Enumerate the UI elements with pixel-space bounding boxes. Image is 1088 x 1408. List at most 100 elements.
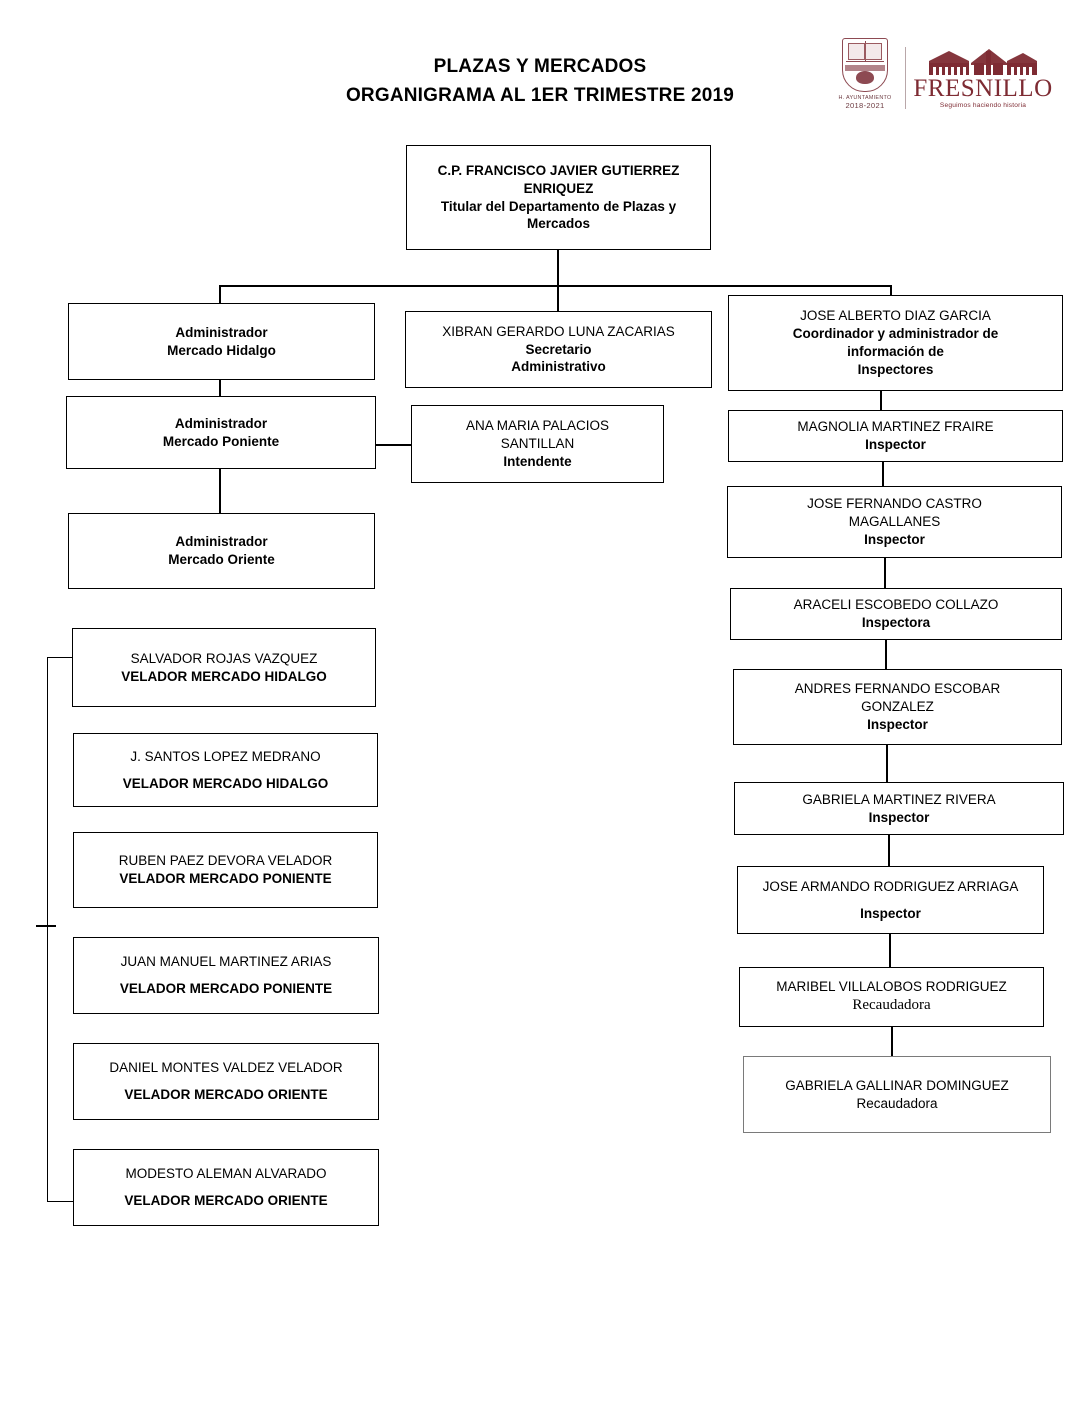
connector-root-bus (219, 285, 892, 287)
connector-gabriela-armando (888, 835, 890, 867)
modesto-name: MODESTO ALEMAN ALVARADO (125, 1166, 327, 1182)
intendente-role: Intendente (503, 453, 572, 469)
shield-emblem (856, 71, 874, 84)
armando-role: Inspector (860, 905, 921, 921)
secretario-role-line1: Secretario (525, 341, 592, 357)
node-velador-daniel[interactable]: DANIEL MONTES VALDEZ VELADOR VELADOR MER… (73, 1043, 379, 1120)
modesto-spacer (80, 1183, 372, 1192)
castro-name-line1: JOSE FERNANDO CASTRO (807, 496, 982, 512)
araceli-name: ARACELI ESCOBEDO COLLAZO (793, 597, 999, 613)
titular-role-line2: Mercados (526, 216, 591, 232)
node-velador-ruben[interactable]: RUBEN PAEZ DEVORA VELADOR VELADOR MERCAD… (73, 832, 378, 908)
node-inspector-armando[interactable]: JOSE ARMANDO RODRIGUEZ ARRIAGA Inspector (737, 866, 1044, 934)
ruben-name: RUBEN PAEZ DEVORA VELADOR (118, 853, 333, 869)
coordinador-role-line2: información de (847, 344, 944, 359)
magnolia-name: MAGNOLIA MARTINEZ FRAIRE (797, 419, 994, 435)
maribel-name: MARIBEL VILLALOBOS RODRIGUEZ (776, 979, 1007, 995)
admin-oriente-line2: Mercado Oriente (168, 552, 275, 567)
arcade-icon (927, 47, 1039, 77)
node-recaudadora-maribel[interactable]: MARIBEL VILLALOBOS RODRIGUEZ Recaudadora (739, 967, 1044, 1027)
logo-divider (905, 47, 906, 109)
salvador-role: VELADOR MERCADO HIDALGO (121, 668, 327, 684)
secretario-name: XIBRAN GERARDO LUNA ZACARIAS (442, 323, 675, 339)
armando-spacer (744, 896, 1037, 905)
shield-quarter-left (848, 43, 865, 60)
secretario-role-line2: Administrativo (511, 359, 606, 375)
coat-of-arms-icon: H. AYUNTAMIENTO 2018-2021 (834, 38, 896, 118)
connector-to-admin-hidalgo (219, 285, 221, 303)
connector-magnolia-castro (882, 462, 884, 487)
connector-poniente-intendente (376, 444, 412, 446)
castro-role: Inspector (864, 531, 925, 547)
node-admin-hidalgo[interactable]: Administrador Mercado Hidalgo (68, 303, 375, 380)
andres-name-line2: GONZALEZ (861, 699, 934, 715)
connector-castro-araceli (884, 558, 886, 589)
connector-coordinador-magnolia (880, 391, 882, 411)
daniel-spacer (80, 1077, 372, 1086)
andres-name-line1: ANDRES FERNANDO ESCOBAR (794, 681, 1001, 697)
node-inspector-castro[interactable]: JOSE FERNANDO CASTRO MAGALLANES Inspecto… (727, 486, 1062, 558)
juan-name: JUAN MANUEL MARTINEZ ARIAS (120, 954, 332, 970)
shield-band (845, 65, 885, 71)
node-secretario[interactable]: XIBRAN GERARDO LUNA ZACARIAS Secretario … (405, 311, 712, 388)
node-coordinador[interactable]: JOSE ALBERTO DIAZ GARCIA Coordinador y a… (728, 295, 1063, 391)
connector-to-coordinador (890, 285, 892, 296)
node-admin-poniente[interactable]: Administrador Mercado Poniente (66, 396, 376, 469)
gabriela-name: GABRIELA MARTINEZ RIVERA (802, 791, 996, 807)
admin-poniente-line2: Mercado Poniente (162, 433, 280, 449)
node-inspector-magnolia[interactable]: MAGNOLIA MARTINEZ FRAIRE Inspector (728, 410, 1063, 462)
veladores-bracket (47, 657, 73, 1202)
santos-name: J. SANTOS LOPEZ MEDRANO (130, 748, 321, 764)
andres-role: Inspector (867, 716, 928, 732)
armando-name: JOSE ARMANDO RODRIGUEZ ARRIAGA (762, 878, 1019, 894)
node-admin-oriente[interactable]: Administrador Mercado Oriente (68, 513, 375, 589)
santos-role: VELADOR MERCADO HIDALGO (122, 775, 329, 791)
titular-role-line1: Titular del Departamento de Plazas y (440, 198, 677, 214)
node-inspector-andres[interactable]: ANDRES FERNANDO ESCOBAR GONZALEZ Inspect… (733, 669, 1062, 745)
daniel-role: VELADOR MERCADO ORIENTE (124, 1087, 328, 1102)
castro-name-line2: MAGALLANES (848, 514, 941, 530)
coordinador-role-line3: Inspectores (857, 361, 934, 377)
salvador-name: SALVADOR ROJAS VAZQUEZ (130, 650, 318, 666)
coordinador-role-line1: Coordinador y administrador de (792, 326, 999, 342)
node-velador-salvador[interactable]: SALVADOR ROJAS VAZQUEZ VELADOR MERCADO H… (72, 628, 376, 707)
connector-root-down (557, 250, 559, 286)
connector-andres-gabriela (886, 745, 888, 783)
page-title: PLAZAS Y MERCADOS ORGANIGRAMA AL 1ER TRI… (180, 52, 900, 110)
node-velador-santos[interactable]: J. SANTOS LOPEZ MEDRANO VELADOR MERCADO … (73, 733, 378, 807)
daniel-name: DANIEL MONTES VALDEZ VELADOR (109, 1060, 343, 1076)
intendente-name-line2: SANTILLAN (500, 436, 575, 452)
intendente-name-line1: ANA MARIA PALACIOS (465, 418, 610, 434)
title-line-1: PLAZAS Y MERCADOS (433, 56, 647, 77)
admin-hidalgo-line2: Mercado Hidalgo (167, 342, 276, 358)
titular-name-line1: C.P. FRANCISCO JAVIER GUTIERREZ (437, 162, 680, 178)
connector-hidalgo-poniente (219, 380, 221, 397)
connector-poniente-oriente (219, 469, 221, 514)
veladores-bracket-stem (36, 925, 56, 927)
node-recaudadora-gallinar[interactable]: GABRIELA GALLINAR DOMINGUEZ Recaudadora (743, 1056, 1051, 1133)
admin-poniente-line1: Administrador (174, 415, 268, 431)
node-velador-juan[interactable]: JUAN MANUEL MARTINEZ ARIAS VELADOR MERCA… (73, 937, 379, 1014)
connector-to-secretario (557, 285, 559, 311)
node-inspector-gabriela[interactable]: GABRIELA MARTINEZ RIVERA Inspector (734, 782, 1064, 835)
admin-hidalgo-line1: Administrador (175, 324, 268, 340)
fresnillo-wordmark: FRESNILLO (913, 75, 1053, 102)
node-inspector-araceli[interactable]: ARACELI ESCOBEDO COLLAZO Inspectora (730, 588, 1062, 640)
shield-quarter-right (865, 43, 882, 60)
node-titular[interactable]: C.P. FRANCISCO JAVIER GUTIERREZ ENRIQUEZ… (406, 145, 711, 250)
ruben-role: VELADOR MERCADO PONIENTE (119, 871, 332, 886)
modesto-role: VELADOR MERCADO ORIENTE (124, 1193, 328, 1208)
gallinar-name: GABRIELA GALLINAR DOMINGUEZ (785, 1077, 1009, 1093)
araceli-role: Inspectora (861, 615, 931, 630)
fresnillo-tagline: Seguimos haciendo historia (939, 102, 1027, 109)
juan-role: VELADOR MERCADO PONIENTE (119, 981, 333, 996)
connector-maribel-gallinar (891, 1027, 893, 1057)
crest-label-line2: 2018-2021 (845, 101, 885, 110)
node-velador-modesto[interactable]: MODESTO ALEMAN ALVARADO VELADOR MERCADO … (73, 1149, 379, 1226)
maribel-role: Recaudadora (852, 997, 931, 1013)
juan-spacer (80, 971, 372, 980)
fresnillo-logo: FRESNILLO Seguimos haciendo historia (913, 47, 1052, 109)
node-intendente[interactable]: ANA MARIA PALACIOS SANTILLAN Intendente (411, 405, 664, 483)
gallinar-role: Recaudadora (856, 1095, 938, 1111)
